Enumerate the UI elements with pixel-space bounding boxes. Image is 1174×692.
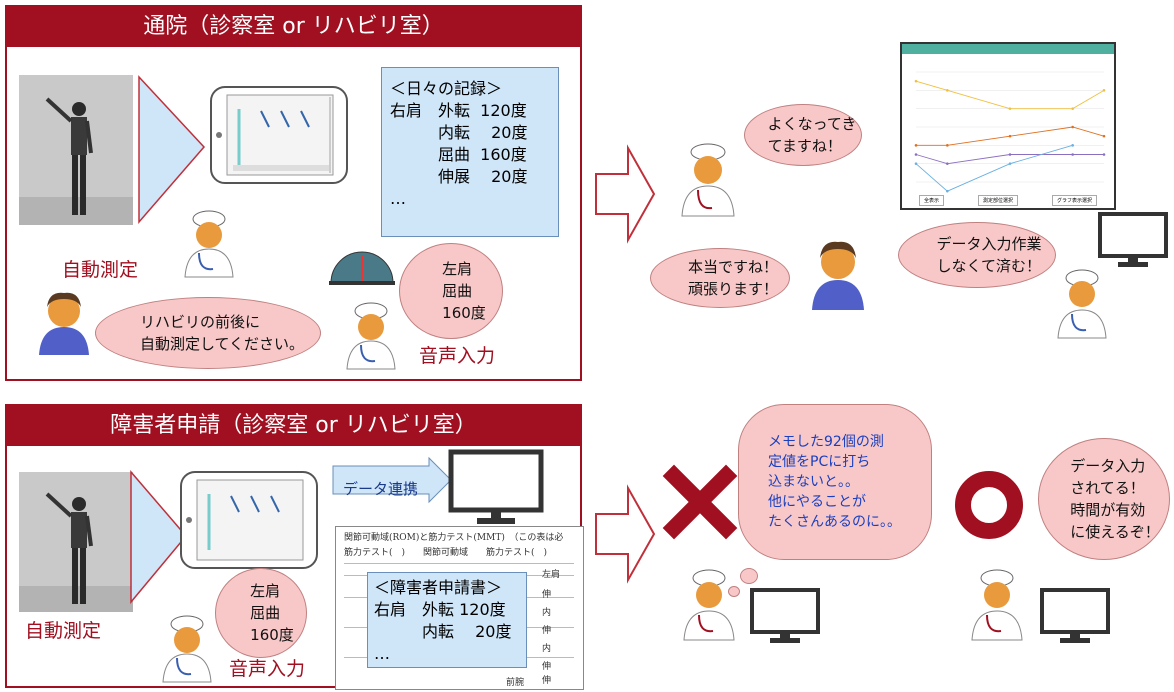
chart-point (914, 79, 918, 83)
doctor-icon-4 (683, 569, 735, 641)
form-row: 筋力テスト( ) 関節可動域 筋力テスト( ) (344, 548, 548, 558)
circle-mark-icon (955, 471, 1023, 539)
chart-point (1102, 134, 1106, 138)
form-side-label: 伸 (542, 626, 552, 636)
chart-point (914, 153, 918, 156)
tablet-device-2 (180, 471, 318, 569)
monitor-icon (448, 449, 544, 524)
form-side-label: 左肩 (542, 570, 561, 580)
bubble-time-effective: データ入力 されてる！ 時間が有効 に使えるぞ！ (1038, 438, 1170, 560)
doctor-icon-3 (1057, 269, 1107, 339)
chart-point (1071, 125, 1074, 129)
chart-series-line (915, 144, 1073, 192)
flow-triangle-2 (130, 469, 187, 605)
chart-point (946, 89, 949, 92)
chart-point (1008, 134, 1012, 138)
chart-point (1102, 89, 1106, 92)
form-side-label: 内 (542, 644, 552, 654)
panel-outpatient: 通院（診察室 or リハビリ室） ＜日々の記録＞ 右肩 外転 120度 内転 2… (5, 5, 582, 381)
chart-point (1071, 144, 1074, 147)
chart-point (914, 144, 918, 147)
doctor-voice-icon-2 (162, 615, 212, 683)
bubble-voice-input: 左肩 屈曲 160度 (399, 243, 503, 339)
chart-series-line (915, 80, 1105, 110)
voice-input-label: 音声入力 (419, 345, 496, 367)
chart-point (1008, 107, 1012, 110)
bubble-no-data-entry: データ入力作業 しなくて済む！ (898, 222, 1056, 288)
thought-bubble (738, 404, 932, 560)
bubble-getting-better: よくなってき てますね！ (744, 104, 862, 166)
data-link-label: データ連携 (343, 480, 419, 498)
chart-point (946, 144, 949, 147)
chart-series-line (915, 154, 1104, 165)
data-link-arrow (332, 456, 452, 504)
monitor-icon-4 (1040, 588, 1110, 643)
voice-input-label-2: 音声入力 (229, 658, 306, 680)
goniometer-icon (329, 251, 395, 285)
big-arrow-bottom (595, 484, 656, 584)
form-side-label: 内 (542, 608, 552, 618)
panel-outpatient-title: 通院（診察室 or リハビリ室） (7, 7, 580, 47)
panel-disability: 障害者申請（診察室 or リハビリ室） データ連携 関節可動域(ROM)と筋力テ… (5, 404, 584, 690)
chart-point (946, 162, 949, 165)
doctor-voice-icon (346, 302, 396, 370)
form-side-label: 伸 (542, 662, 552, 672)
bubble-do-my-best: 本当ですね！ 頑張ります！ (650, 248, 790, 308)
chart-point (1071, 153, 1074, 156)
person-photo (19, 75, 133, 225)
form-title: 関節可動域(ROM)と筋力テスト(MMT) （この表は必 (344, 533, 564, 543)
panel-disability-title: 障害者申請（診察室 or リハビリ室） (7, 406, 580, 446)
form-bottom-label: 前腕 (506, 678, 525, 688)
patient-icon-2 (812, 241, 864, 310)
patient-icon (39, 292, 89, 355)
person-photo-2 (19, 472, 133, 612)
monitor-icon-3 (750, 588, 820, 643)
chart-button-graph[interactable]: グラフ表示選択 (1051, 195, 1097, 206)
tablet-device (210, 86, 348, 184)
chart-point (1008, 162, 1012, 165)
application-box: ＜障害者申請書＞ 右肩 外転 120度 内転 20度 … (367, 572, 527, 668)
doctor-icon-2 (681, 143, 735, 217)
flow-triangle (138, 75, 206, 225)
daily-record-box: ＜日々の記録＞ 右肩 外転 120度 内転 20度 屈曲 160度 伸展 20度… (381, 67, 559, 237)
cross-mark-icon (662, 464, 738, 540)
bubble-voice-input-2: 左肩 屈曲 160度 (215, 568, 307, 658)
chart-point (1071, 107, 1074, 110)
big-arrow-top (595, 144, 656, 244)
chart-button-part[interactable]: 測定部位選択 (977, 195, 1018, 206)
doctor-icon-5 (971, 569, 1023, 641)
auto-measure-label: 自動測定 (62, 259, 139, 281)
chart-point (914, 162, 918, 165)
chart-button-all[interactable]: 全表示 (918, 195, 944, 206)
progress-line-chart (914, 71, 1106, 193)
tablet-chart-screen: 全表示 測定部位選択 グラフ表示選択 (900, 42, 1116, 210)
bubble-rehab-instruction: リハビリの前後に 自動測定してください。 (95, 297, 321, 369)
thought-text: メモした92個の測 定値をPCに打ち 込まないと。。 他にやることが たくさんあ… (768, 434, 901, 530)
auto-measure-label-2: 自動測定 (25, 620, 102, 642)
chart-point (946, 189, 949, 193)
chart-point (1008, 153, 1012, 156)
form-side-label: 伸 (542, 676, 552, 686)
chart-point (1102, 153, 1106, 156)
monitor-icon-2 (1098, 212, 1168, 267)
doctor-icon (184, 210, 234, 278)
form-side-label: 伸 (542, 590, 552, 600)
